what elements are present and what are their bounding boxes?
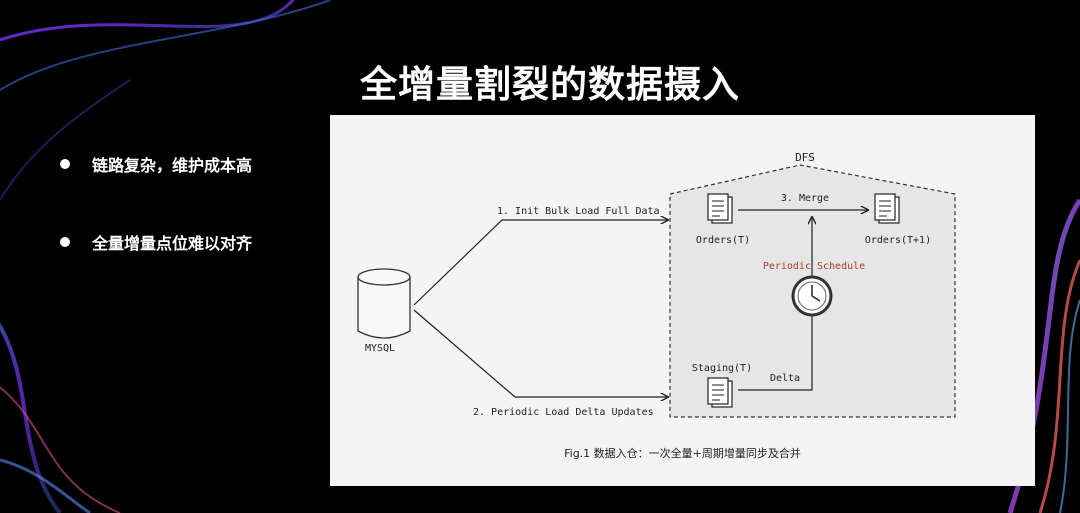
bullet-list: 链路复杂，维护成本高 全量增量点位难以对齐 <box>60 150 252 306</box>
orders-t1-label: Orders(T+1) <box>865 235 931 246</box>
staging-label: Staging(T) <box>692 363 752 374</box>
bullet-dot-icon <box>60 159 70 169</box>
mysql-label: MYSQL <box>365 343 395 354</box>
page-title: 全增量割裂的数据摄入 <box>360 63 740 106</box>
bullet-item: 链路复杂，维护成本高 <box>60 150 252 178</box>
diagram-panel: DFS MYSQL 1. Init Bulk Load Full Data 2.… <box>330 115 1035 486</box>
bulk-load-label: 1. Init Bulk Load Full Data <box>497 206 660 217</box>
delta-to-merge-arrow <box>738 217 812 391</box>
orders-t1-document-icon <box>874 193 900 224</box>
orders-t-document-icon <box>707 193 733 224</box>
periodic-schedule-label: Periodic Schedule <box>763 261 865 272</box>
bullet-text: 链路复杂，维护成本高 <box>92 156 253 175</box>
bullet-text: 全量增量点位难以对齐 <box>92 234 253 253</box>
orders-t-label: Orders(T) <box>696 235 750 246</box>
delta-load-arrow <box>413 309 668 397</box>
merge-label: 3. Merge <box>781 193 829 204</box>
mysql-database-icon <box>357 268 411 339</box>
delta-load-label: 2. Periodic Load Delta Updates <box>473 407 654 418</box>
clock-icon <box>791 275 833 317</box>
figure-caption: Fig.1 数据入仓：一次全量+周期增量同步及合并 <box>564 447 801 460</box>
staging-document-icon <box>707 377 733 408</box>
dfs-label: DFS <box>795 151 815 164</box>
bulk-load-arrow <box>413 220 668 306</box>
bullet-item: 全量增量点位难以对齐 <box>60 228 252 256</box>
bullet-dot-icon <box>60 237 70 247</box>
data-ingestion-diagram: DFS MYSQL 1. Init Bulk Load Full Data 2.… <box>357 151 956 418</box>
delta-label: Delta <box>770 373 800 384</box>
